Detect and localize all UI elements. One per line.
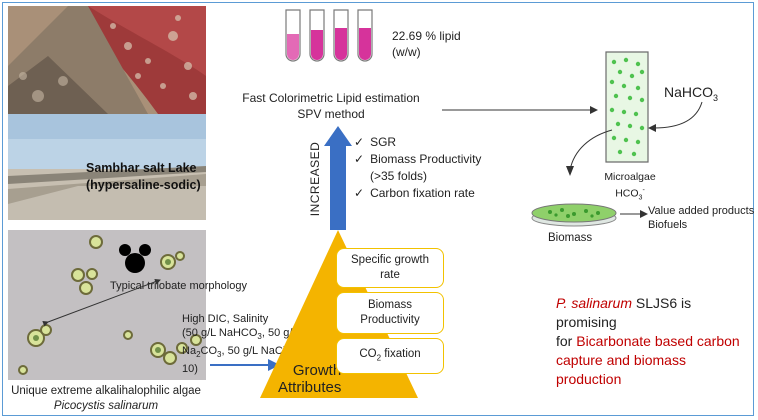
pyramid-title: Growth Attributes [278, 362, 342, 396]
microalgae-column [605, 51, 649, 163]
microalgae-label: Microalgae HCO3- [604, 171, 656, 202]
harvest-arrow [566, 129, 613, 176]
trilobate-icon [118, 242, 152, 281]
method-arrow [442, 106, 598, 114]
micro-caption: Unique extreme alkalihalophilic algae Pi… [11, 385, 201, 412]
salt-pan-photo [8, 114, 206, 220]
increased-label: INCREASED [308, 141, 322, 217]
nahco3-label: NaHCO3 [664, 84, 719, 103]
micrograph-photo [8, 230, 206, 380]
improvement-biomass: ✓Biomass Productivity [354, 152, 482, 166]
conditions-arrow [210, 359, 280, 371]
improvement-carbon: ✓Carbon fixation rate [354, 186, 475, 200]
morphology-arrow [42, 278, 161, 327]
improvement-sgr: ✓SGR [354, 135, 397, 149]
culture-conditions: High DIC, Salinity (50 g/L NaHCO3, 50 g/… [182, 313, 306, 376]
products-arrow [620, 210, 648, 218]
improvements-list: ✓SGR ✓Biomass Productivity (>35 folds) ✓… [354, 134, 504, 202]
lipid-value: 22.69 % lipid (w/w) [392, 29, 461, 59]
biomass-dish [531, 203, 617, 227]
salt-lake-photo [8, 6, 206, 114]
lipid-method: Fast Colorimetric Lipid estimation SPV m… [242, 91, 420, 121]
biomass-label: Biomass [548, 232, 593, 244]
lake-name: Sambhar salt Lake (hypersaline-sodic) [86, 161, 201, 192]
improvement-folds: (>35 folds) [370, 169, 428, 183]
figure-frame [2, 2, 754, 416]
lipid-test-tubes [285, 9, 373, 62]
increased-arrow [324, 126, 352, 230]
products-label: Value added products Biofuels [648, 205, 755, 231]
co2-fixation-box: CO2 fixation [336, 338, 444, 374]
nahco3-arrow [648, 101, 703, 132]
conclusion-text: P. salinarum SLJS6 is promising for Bica… [556, 295, 740, 387]
